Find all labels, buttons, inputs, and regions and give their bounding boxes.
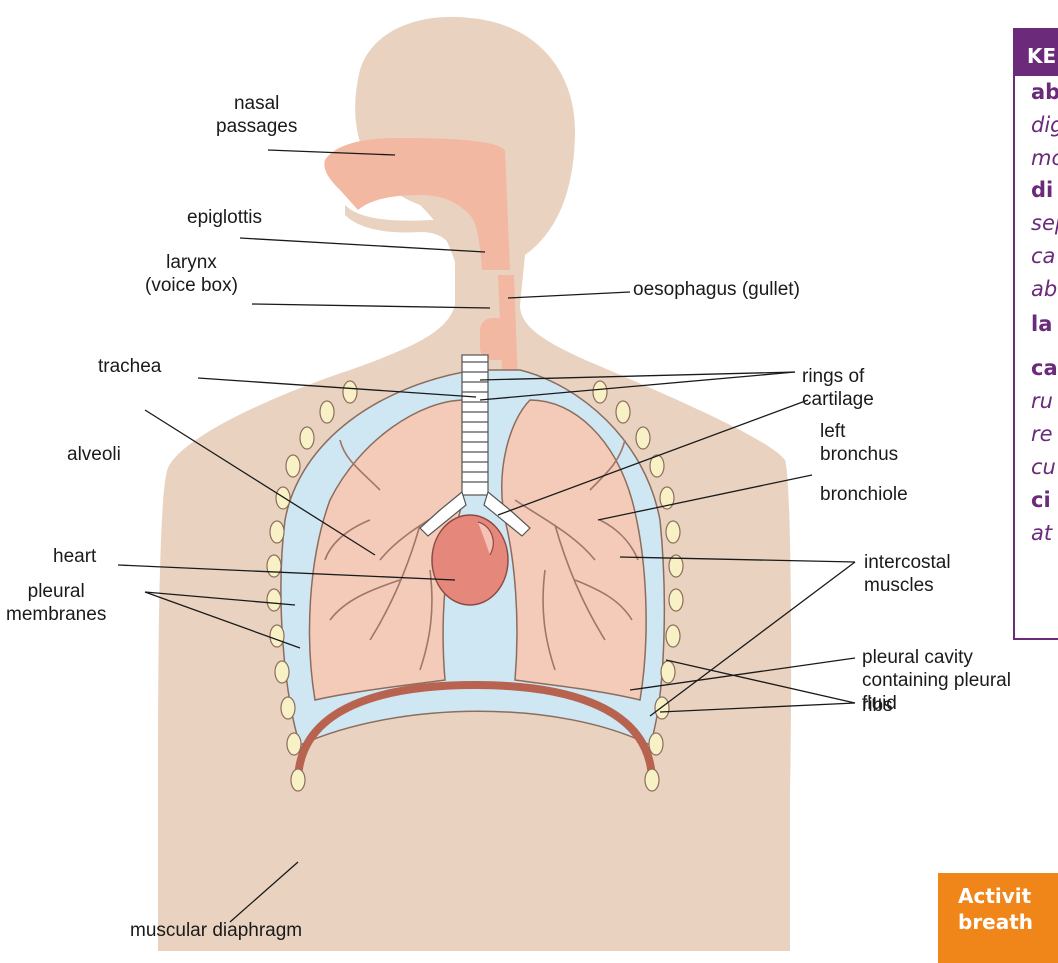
label-pleural-membranes: pleural membranes xyxy=(6,580,106,626)
key-definition: re xyxy=(1031,422,1053,446)
label-nasal-passages: nasal passages xyxy=(216,92,297,138)
label-left-bronchus: left bronchus xyxy=(820,420,898,466)
trachea-shape xyxy=(462,355,488,495)
label-rings-of-cartilage: rings of cartilage xyxy=(802,365,874,411)
label-larynx: larynx (voice box) xyxy=(145,251,238,297)
key-term: la xyxy=(1031,312,1052,336)
key-definition: mo xyxy=(1031,146,1058,170)
key-term: di xyxy=(1031,178,1053,202)
label-oesophagus: oesophagus (gullet) xyxy=(633,278,800,301)
key-definition: ca xyxy=(1031,244,1055,268)
key-term: ab xyxy=(1031,80,1058,104)
key-words-box: KE ab dig mo di sep ca ab la ca ru re cu… xyxy=(1013,28,1058,640)
label-heart: heart xyxy=(53,545,96,568)
label-trachea: trachea xyxy=(98,355,161,378)
key-definition: sep xyxy=(1031,211,1058,235)
label-intercostal-muscles: intercostal muscles xyxy=(864,551,951,597)
key-definition: at xyxy=(1031,521,1052,545)
activity-box: Activit breath xyxy=(938,873,1058,963)
label-ribs: ribs xyxy=(862,694,893,717)
key-term: ci xyxy=(1031,488,1051,512)
key-term: ca xyxy=(1031,356,1058,380)
key-definition: ab xyxy=(1031,277,1057,301)
label-muscular-diaphragm: muscular diaphragm xyxy=(130,919,302,942)
key-definition: dig xyxy=(1031,113,1058,137)
label-epiglottis: epiglottis xyxy=(187,206,262,229)
key-box-heading: KE xyxy=(1015,30,1058,76)
label-bronchiole: bronchiole xyxy=(820,483,908,506)
label-alveoli: alveoli xyxy=(67,443,121,466)
larynx-shape xyxy=(480,318,510,360)
key-definition: ru xyxy=(1031,389,1053,413)
heart-shape xyxy=(432,515,508,605)
nasal-passage-shape xyxy=(324,138,510,270)
key-definition: cu xyxy=(1031,455,1056,479)
